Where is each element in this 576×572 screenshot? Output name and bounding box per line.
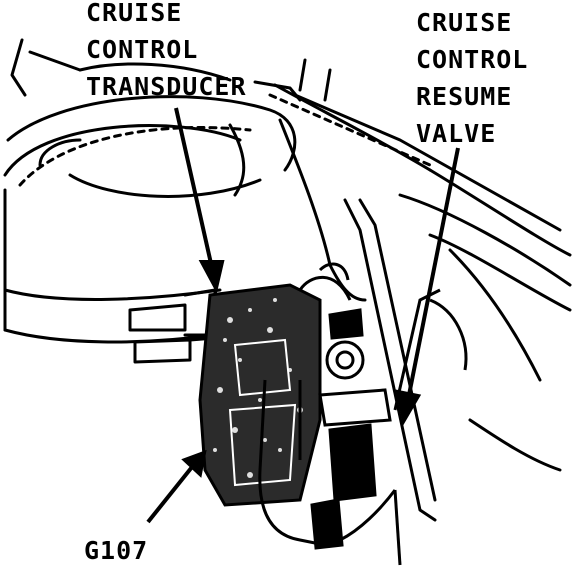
transducer-label-line-3: TRANSDUCER <box>86 72 247 101</box>
ground-point-label: G107 <box>84 536 149 565</box>
valve-leader-line <box>406 147 460 401</box>
ground-arrowhead <box>181 449 207 478</box>
valve-label-line-2: CONTROL <box>416 45 529 74</box>
transducer-leader-line <box>174 107 214 269</box>
ground-leader-line <box>146 460 198 524</box>
valve-label-line-1: CRUISE <box>416 8 513 37</box>
transducer-label-line-2: CONTROL <box>86 35 199 64</box>
air-cleaner-housing <box>3 38 572 344</box>
transducer-arrowhead <box>198 260 225 294</box>
mounting-bracket <box>328 198 562 522</box>
vacuum-hoses <box>128 288 217 367</box>
housing-ribs <box>18 93 432 187</box>
transducer-callout-label: CRUISE CONTROL TRANSDUCER <box>86 0 247 105</box>
cruise-control-resume-valve <box>298 262 468 502</box>
transducer-label-line-1: CRUISE <box>86 0 183 27</box>
resume-valve-callout-label: CRUISE CONTROL RESUME VALVE <box>416 4 528 152</box>
wiring-harness <box>258 379 402 566</box>
valve-label-line-3: RESUME <box>416 82 513 111</box>
valve-label-line-4: VALVE <box>416 119 497 148</box>
leader-arrows <box>146 107 460 524</box>
valve-arrowhead <box>395 389 422 426</box>
